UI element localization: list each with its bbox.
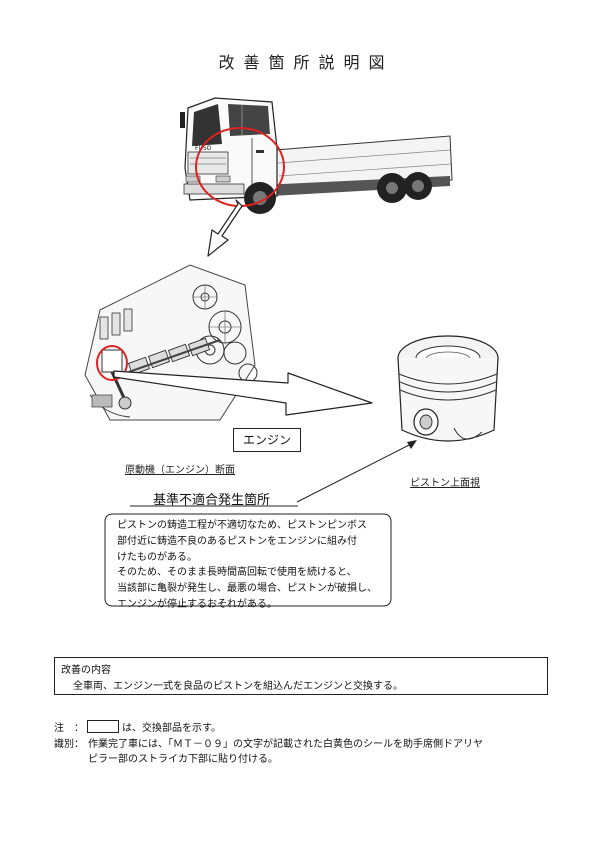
piston-illustration [397,335,499,442]
improvement-body: 全車両、エンジン一式を良品のピストンを組込んだエンジンと交換する。 [73,681,403,692]
pointer-arrow-down [207,199,243,257]
pointer-arrow-right [113,370,373,416]
truck-badge: FUSO [195,145,212,152]
improvement-box: 改善の内容 全車両、エンジン一式を良品のピストンを組込んだエンジンと交換する。 [54,657,548,695]
replacement-part-swatch [87,720,119,733]
improvement-heading: 改善の内容 [61,665,111,676]
truck-illustration: FUSO [180,97,453,214]
id-line-1: 作業完了車には、「ＭＴ－０９」の文字が記載された白黄色のシールを助手席側ドアリヤ [88,739,483,750]
id-line-2: ピラー部のストライカ下部に貼り付ける。 [88,754,278,765]
piston-caption: ピストン上面視 [410,478,480,489]
defect-description-box: ピストンの鋳造工程が不適切なため、ピストンピンボス 部付近に鋳造不良のあるピスト… [103,512,393,610]
note-text: は、交換部品を示す。 [122,723,221,734]
defect-line: ピストンの鋳造工程が不適切なため、ピストンピンボス [117,520,367,531]
defect-line: けたものがある。 [117,551,197,563]
defect-line: 当該部に亀裂が発生し、最悪の場合、ピストンが破損し、 [117,583,377,595]
engine-caption: 原動機（エンジン）断面 [125,465,235,476]
note-key: 注 ： [54,723,84,734]
defect-line: そのため、そのまま長時間高回転で使用を続けると、 [117,567,357,579]
defect-heading-underline [130,505,298,507]
leader-line [296,440,417,503]
defect-line: エンジンが停止するおそれがある。 [117,598,277,610]
defect-line: 部付近に鋳造不良のあるピストンをエンジンに組み付 [117,535,357,547]
defect-heading: 基準不適合発生箇所 [153,493,271,508]
page-title: 改善箇所説明図 [218,53,394,72]
id-key: 識別： [54,739,84,750]
note-line: 注 ： は、交換部品を示す。 [54,719,221,734]
engine-label: エンジン [233,428,301,452]
